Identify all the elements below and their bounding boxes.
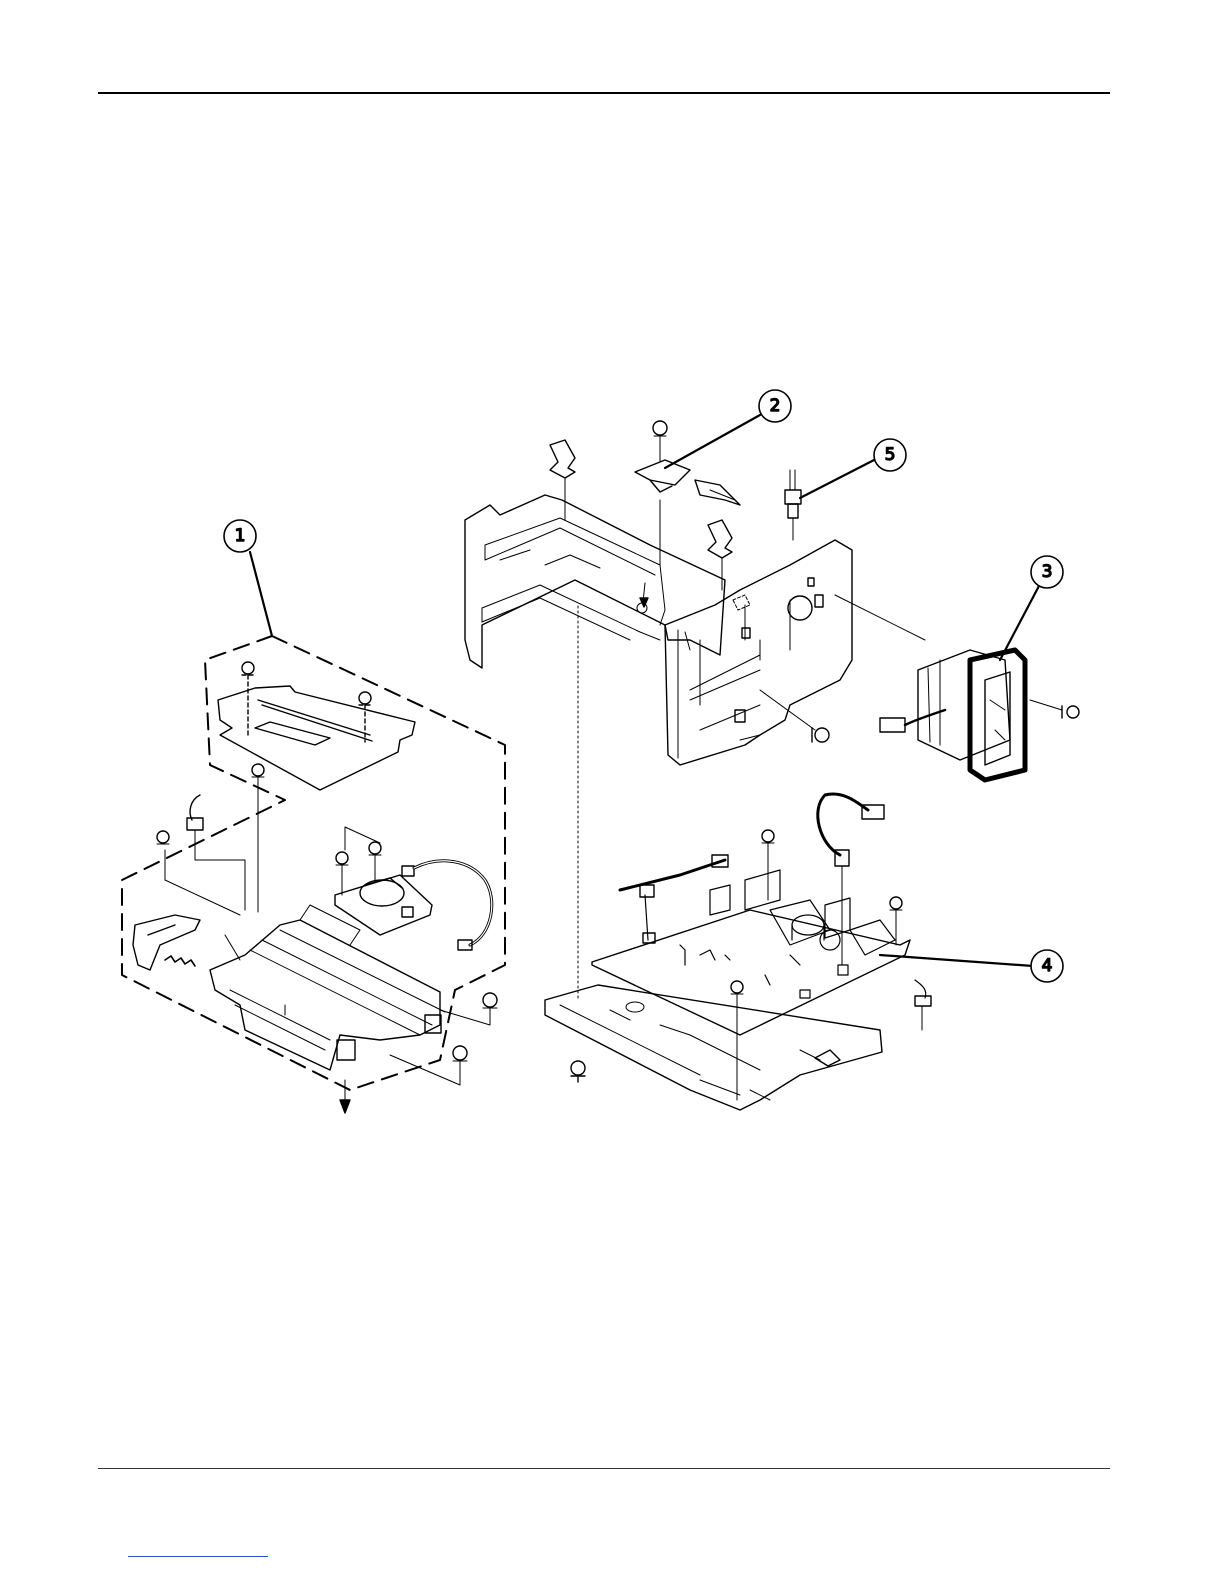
power-board: [592, 910, 910, 1035]
callout-2-label: 2: [770, 396, 781, 416]
connector-icon: [915, 980, 931, 1030]
screw-icon: [762, 830, 774, 900]
spring-icon: [165, 956, 195, 966]
callout-3-leader: [1000, 584, 1040, 660]
base-plate-tab: [815, 1050, 840, 1066]
screw-icon: [890, 897, 902, 945]
base-frame: [210, 920, 440, 1070]
motor-board: [335, 827, 432, 935]
callout-3[interactable]: 3: [1031, 556, 1063, 588]
screw-icon: [369, 842, 381, 882]
screw-icon: [760, 690, 829, 742]
callout-5[interactable]: 5: [874, 439, 906, 471]
sensor-cable: [695, 480, 740, 505]
motor-cable: [402, 861, 492, 950]
callout-5-label: 5: [885, 445, 896, 465]
base-plate: [545, 985, 882, 1110]
callout-4[interactable]: 4: [1031, 950, 1063, 982]
callout-1-leader: [250, 552, 272, 636]
chassis-shelf-upper: [485, 518, 665, 625]
base-frame-rails: [230, 930, 445, 1050]
callout-5-leader: [800, 459, 876, 498]
screw-icon: [1030, 700, 1079, 718]
chassis-slot: [815, 595, 823, 607]
sensor-bracket: [635, 421, 690, 565]
chassis-port: [788, 596, 812, 620]
chassis-right-panel-edge: [678, 600, 790, 758]
wire-clip-icon: [708, 520, 732, 590]
callout-4-label: 4: [1042, 956, 1053, 976]
assembly-1-group: [122, 552, 505, 1113]
fan-icon: [880, 650, 1025, 780]
callout-1-label: 1: [235, 526, 246, 546]
screw-icon: [390, 1046, 467, 1085]
screw-icon: [336, 852, 348, 895]
fan-guide-line: [835, 595, 925, 640]
arrowhead-icon: [340, 1100, 350, 1113]
callout-1[interactable]: 1: [224, 520, 256, 552]
screw-icon: [157, 831, 240, 915]
screw-icon: [731, 981, 743, 1100]
top-plate-window: [255, 722, 330, 745]
connector-icon: [785, 470, 801, 540]
chassis-slot: [808, 578, 814, 586]
base-foot: [337, 1040, 355, 1060]
screw-icon: [571, 1061, 585, 1082]
hidden-part-outline: [733, 595, 750, 610]
lower-base-group: [545, 794, 1033, 1110]
wire-clip-icon: [550, 440, 575, 520]
chassis-slot: [742, 628, 750, 638]
callout-2[interactable]: 2: [759, 390, 791, 422]
assembly-1-dashed-outline: [122, 636, 505, 1090]
top-plate: [218, 686, 415, 790]
base-plate-hole: [626, 1002, 644, 1012]
base-plate-details: [560, 1005, 820, 1100]
connector-icon: [187, 795, 245, 910]
callout-2-leader: [665, 415, 760, 468]
chassis-right-panel: [665, 540, 852, 765]
board-cable: [620, 855, 728, 943]
base-foot: [425, 1015, 441, 1033]
callout-3-label: 3: [1042, 562, 1053, 582]
lever-part: [133, 915, 200, 970]
top-plate-rib: [258, 700, 372, 741]
screw-icon: [242, 662, 254, 735]
chassis-left-panel: [465, 495, 725, 668]
upper-chassis-group: [465, 415, 1079, 780]
callout-4-leader: [880, 955, 1033, 966]
